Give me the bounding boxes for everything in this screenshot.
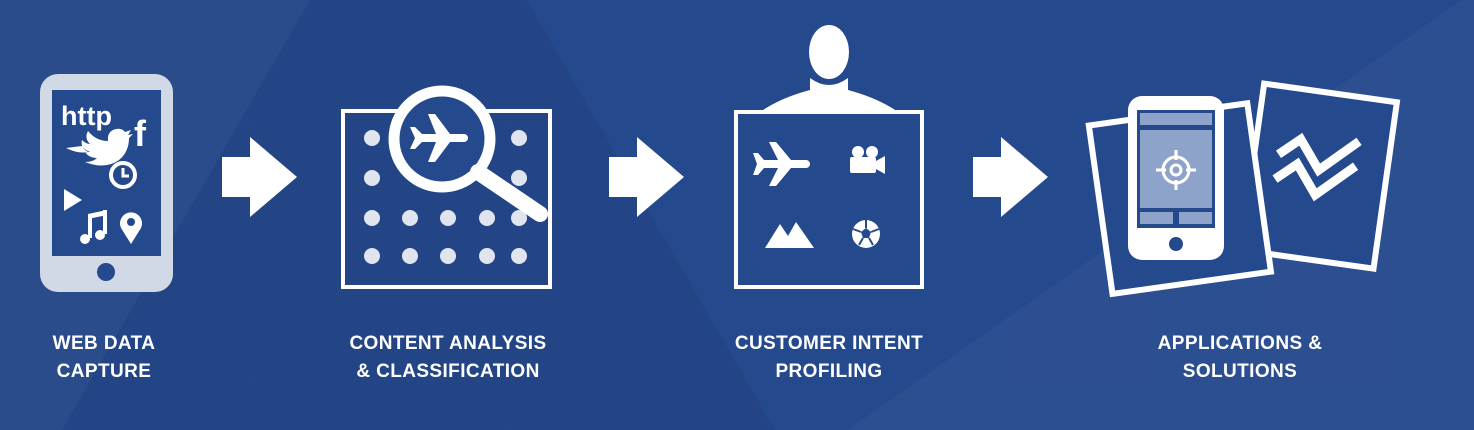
airplane-icon xyxy=(410,114,468,162)
applications-icon xyxy=(1085,80,1401,298)
soccer-ball-icon xyxy=(852,220,880,248)
trend-line-icon xyxy=(1275,132,1362,177)
label-line: CAPTURE xyxy=(56,361,152,382)
smartphone-icon: http f xyxy=(40,74,173,292)
arrow-right-icon xyxy=(222,137,297,217)
clock-icon xyxy=(109,161,137,189)
content-analysis-icon xyxy=(341,85,552,289)
mountain-icon xyxy=(765,222,814,248)
label-line: & CLASSIFICATION xyxy=(356,361,540,382)
customer-intent-icon xyxy=(734,25,924,289)
magnifier-icon xyxy=(388,85,548,222)
stage-label-content-analysis: CONTENT ANALYSIS & CLASSIFICATION xyxy=(306,330,590,386)
music-icon xyxy=(80,210,107,244)
dot-grid xyxy=(364,130,527,264)
label-line: WEB DATA xyxy=(52,333,156,354)
airplane-icon xyxy=(753,142,810,186)
label-line: CUSTOMER INTENT xyxy=(734,333,924,354)
stage-label-web-data-capture: WEB DATA CAPTURE xyxy=(0,330,208,386)
twitter-icon xyxy=(66,128,133,166)
smartphone-icon xyxy=(1128,96,1224,260)
stage-label-customer-intent: CUSTOMER INTENT PROFILING xyxy=(690,330,968,386)
person-icon xyxy=(760,25,898,112)
location-pin-icon xyxy=(120,212,142,244)
arrow-right-icon xyxy=(973,137,1048,217)
label-line: APPLICATIONS & xyxy=(1157,333,1323,354)
http-text: http xyxy=(61,101,112,131)
label-line: PROFILING xyxy=(775,361,883,382)
arrow-right-icon xyxy=(609,137,684,217)
target-icon xyxy=(1156,150,1196,190)
video-camera-icon xyxy=(850,146,885,174)
facebook-icon: f xyxy=(134,113,147,154)
label-line: SOLUTIONS xyxy=(1182,361,1298,382)
label-line: CONTENT ANALYSIS xyxy=(349,333,547,354)
play-icon xyxy=(64,189,82,211)
stage-label-applications: APPLICATIONS & SOLUTIONS xyxy=(1110,330,1370,386)
